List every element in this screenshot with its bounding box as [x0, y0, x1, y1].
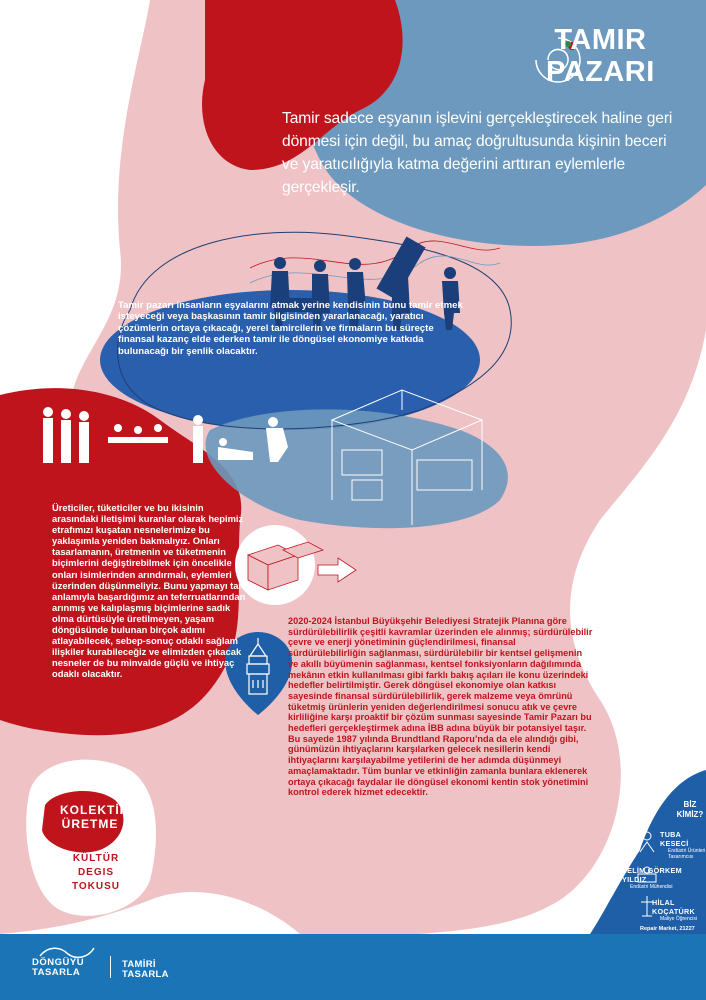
page-title: TAMIR PAZARI: [546, 24, 655, 88]
team-heading: BİZ KİMİZ?: [676, 800, 704, 819]
member-name: TUBA KESECİ: [660, 830, 689, 848]
galata-tower-icon: [246, 638, 270, 695]
kolektif-badge: KOLEKTİF ÜRETME: [60, 803, 128, 831]
paragraph-repair-market: Tamir pazarı insanların eşyalarını atmak…: [118, 300, 463, 357]
outline-loop: [117, 231, 512, 430]
footer-divider: [110, 956, 111, 978]
logo1-line2: TASARLA: [32, 967, 81, 978]
footer-bar: [0, 934, 706, 1000]
boxes-illustration: [246, 541, 357, 591]
blue-center-blob: [100, 290, 480, 430]
team-member-3: HİLAL KOÇATÜRK Maliye Öğrencisi: [652, 898, 706, 922]
paragraph-producers: Üreticiler, tüketiciler ve bu ikisinin a…: [52, 502, 247, 680]
title-line-1: TAMIR: [554, 24, 647, 56]
member-role: Maliye Öğrencisi: [660, 916, 697, 922]
team-icons: [637, 831, 657, 917]
kultur-badge: KÜLTÜR DEGIS TOKUSU: [71, 853, 121, 892]
blue-team-blob: [590, 770, 706, 934]
intro-text: Tamir sadece eşyanın işlevini gerçekleşt…: [282, 110, 673, 196]
repair-market-logo-icon: [535, 37, 581, 83]
credit-text: Repair Market, 21227: [640, 926, 695, 932]
crowd-illustration: [43, 407, 288, 463]
logo2-line1: TAMİRİ: [122, 959, 156, 970]
member-name: SELİM GÖRKEM YILDIZ: [622, 866, 682, 884]
loop-logo-icon: [39, 947, 95, 959]
red-badge-blob: [42, 790, 124, 853]
member-role: Endüstri Ürünleri Tasarımcısı: [668, 848, 706, 860]
tamiri-tasarla-logo: TAMİRİ TASARLA: [122, 960, 169, 980]
team-member-1: TUBA KESECİ Endüstri Ürünleri Tasarımcıs…: [660, 830, 706, 860]
member-role: Endüstri Mühendisi: [630, 884, 673, 890]
red-top-blob: [202, 0, 403, 170]
member-name: HİLAL KOÇATÜRK: [652, 898, 695, 916]
logo1-line1: DÖNGÜYÜ: [32, 957, 85, 968]
tent-illustration: [330, 389, 484, 525]
title-line-2: PAZARI: [546, 56, 655, 88]
donguyu-tasarla-logo: DÖNGÜYÜ TASARLA: [32, 958, 84, 978]
team-member-2: SELİM GÖRKEM YILDIZ Endüstri Mühendisi: [622, 866, 706, 890]
logo2-line2: TASARLA: [122, 969, 169, 980]
red-left-blob: [0, 388, 242, 736]
paragraph-ibb-plan: 2020-2024 İstanbul Büyükşehir Belediyesi…: [288, 616, 593, 798]
carrying-people-illustration: [250, 236, 500, 330]
